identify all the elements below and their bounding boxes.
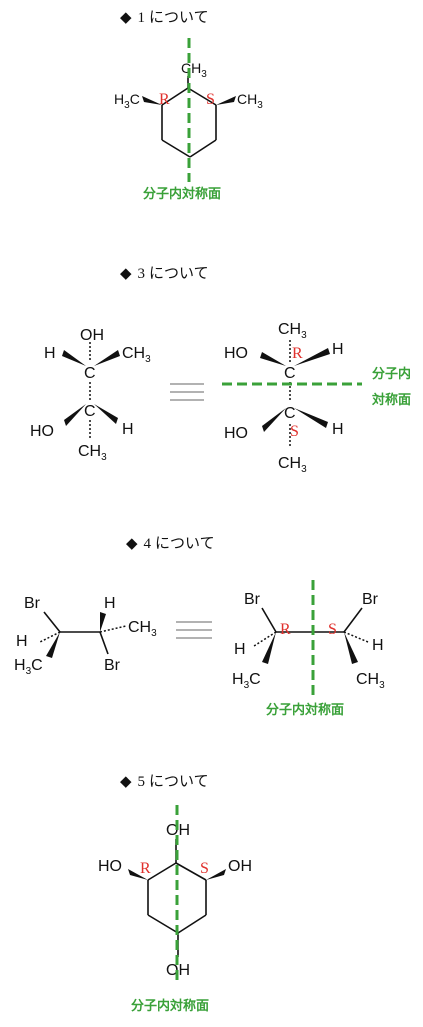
atom-h-right: H — [372, 637, 384, 654]
stereo-label-r: R — [292, 345, 303, 362]
stereo-label-r: R — [280, 621, 291, 638]
stereo-label-s: S — [290, 423, 299, 440]
right-structure: Br Br H H H3C CH3 R S — [232, 591, 385, 691]
atom-oh-right: OH — [228, 858, 252, 875]
atom-c-upper: C — [284, 365, 296, 382]
ring-bonds — [161, 76, 217, 158]
atom-ho-left: HO — [98, 858, 122, 875]
atom-ch3-right: CH3 — [128, 619, 157, 639]
diamond-bullet-icon: ◆ — [120, 774, 132, 790]
atom-ch3-top: CH3 — [278, 321, 307, 341]
atom-ho-left: HO — [30, 423, 54, 440]
molecule-5-diagram: OH HO OH OH R S 分子内対称面 — [98, 805, 252, 1013]
atom-ch3-bottom: CH3 — [78, 443, 107, 463]
heading-text: について — [149, 266, 209, 282]
wedge-bond-right — [216, 96, 236, 105]
atom-h-right: H — [122, 421, 134, 438]
mirror-plane-label-line2: 対称面 — [371, 392, 411, 407]
atom-br-bottom: Br — [104, 657, 121, 674]
atom-h-top: H — [104, 595, 116, 612]
atom-c-lower: C — [84, 403, 96, 420]
diamond-bullet-icon: ◆ — [120, 266, 132, 282]
wedge-bond-left — [128, 869, 148, 880]
atom-ch3-right: CH3 — [356, 671, 385, 691]
left-structure: OH H CH3 C C HO H CH3 — [30, 327, 151, 463]
atom-br-right: Br — [362, 591, 379, 608]
molecule-3-diagram: OH H CH3 C C HO H CH3 CH3 HO H C R C S H… — [30, 321, 411, 475]
atom-h-lower: H — [332, 421, 344, 438]
methyl-right: CH3 — [237, 91, 263, 111]
atom-h-upper: H — [332, 341, 344, 358]
stereo-label-r: R — [140, 860, 151, 877]
atom-br-top: Br — [24, 595, 41, 612]
molecule-4-diagram: Br H H3C H CH3 Br Br Br H H H3C CH3 R S … — [14, 580, 385, 717]
wedge-bond-right — [206, 869, 226, 880]
methyl-top: CH3 — [181, 60, 207, 80]
right-structure: CH3 HO H C R C S HO H CH3 — [224, 321, 344, 475]
stereo-label-s: S — [328, 621, 337, 638]
atom-h3c-left: H3C — [232, 671, 261, 691]
heading-text: について — [155, 536, 215, 552]
heading-text: について — [149, 774, 209, 790]
mirror-plane-label-line1: 分子内 — [372, 366, 411, 381]
diamond-bullet-icon: ◆ — [120, 10, 132, 26]
atom-oh-top: OH — [80, 327, 104, 344]
atom-ch3-bottom: CH3 — [278, 455, 307, 475]
mirror-plane-label: 分子内対称面 — [266, 702, 344, 717]
atom-ho-upper: HO — [224, 345, 248, 362]
atom-h-left: H — [44, 345, 56, 362]
heading-number: 1 — [137, 10, 146, 26]
mirror-plane-label: 分子内対称面 — [131, 998, 209, 1013]
wedge-bond-left — [142, 96, 162, 105]
atom-oh-top: OH — [166, 822, 190, 839]
equivalence-sign — [170, 383, 204, 401]
heading-number: 3 — [137, 266, 146, 282]
atom-c-lower: C — [284, 405, 296, 422]
atom-br-left: Br — [244, 591, 261, 608]
heading-number: 5 — [137, 774, 146, 790]
heading-text: について — [149, 10, 209, 26]
atom-ch3-right: CH3 — [122, 345, 151, 365]
molecule-1-diagram: CH3 H3C CH3 R S 分子内対称面 — [114, 38, 263, 201]
atom-ho-lower: HO — [224, 425, 248, 442]
methyl-left: H3C — [114, 91, 140, 111]
atom-h-left: H — [16, 633, 28, 650]
left-structure: Br H H3C H CH3 Br — [14, 595, 157, 677]
heading-number: 4 — [143, 536, 152, 552]
equivalence-sign — [176, 621, 212, 639]
atom-h3c-bottom: H3C — [14, 657, 43, 677]
diamond-bullet-icon: ◆ — [126, 536, 138, 552]
stereo-label-s: S — [206, 91, 215, 108]
mirror-plane-label: 分子内対称面 — [143, 186, 221, 201]
stereo-label-r: R — [159, 91, 170, 108]
atom-c-upper: C — [84, 365, 96, 382]
stereo-label-s: S — [200, 860, 209, 877]
ring-bonds — [147, 839, 207, 957]
atom-h-left: H — [234, 641, 246, 658]
